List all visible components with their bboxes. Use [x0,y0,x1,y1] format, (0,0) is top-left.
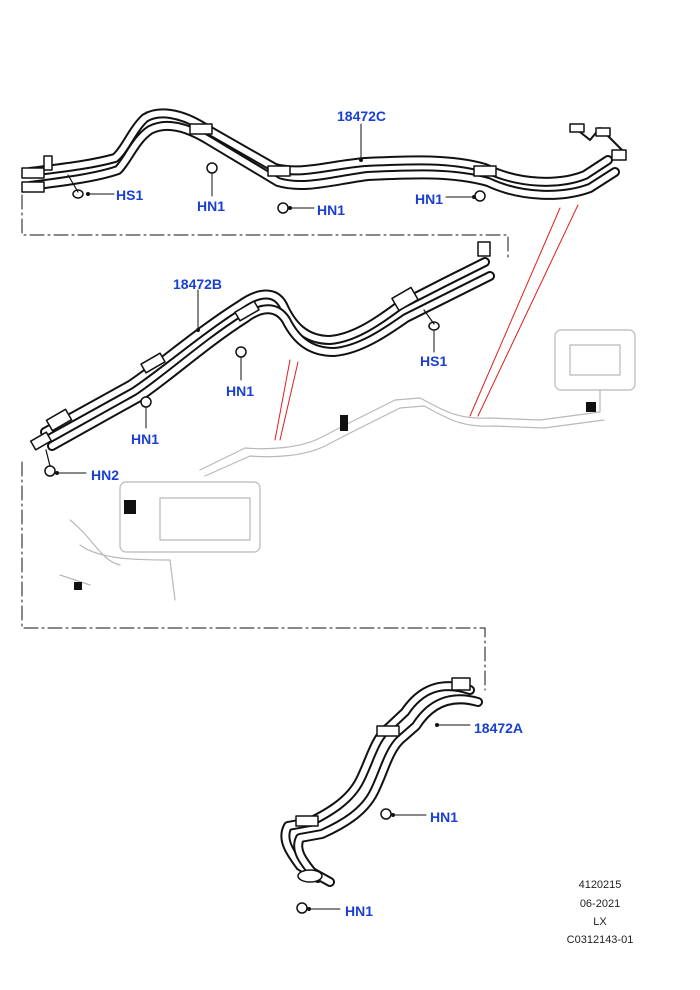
callout-hs1-mid[interactable]: HS1 [420,353,448,369]
callout-hn1-bot-a[interactable]: HN1 [430,809,459,825]
callout-hn1-top-c[interactable]: HN1 [415,191,444,207]
callout-hn1-bot-b[interactable]: HN1 [345,903,374,919]
hose-assembly-18472c[interactable] [21,108,627,214]
callout-hs1-top[interactable]: HS1 [116,187,144,203]
diagram-model: LX [593,916,607,928]
diagram-code: 4120215 [578,879,622,891]
callout-hn1-mid-b[interactable]: HN1 [131,431,160,447]
callout-hn1-mid-a[interactable]: HN1 [226,383,255,399]
hose-assembly-18472a[interactable] [280,677,483,914]
callout-hn1-top-a[interactable]: HN1 [197,198,226,214]
callout-18472c[interactable]: 18472C [337,108,387,124]
diagram-date: 06-2021 [579,898,621,910]
callout-hn1-top-b[interactable]: HN1 [317,202,346,218]
callout-hn2[interactable]: HN2 [91,467,120,483]
hose-assembly-18472b[interactable] [29,241,495,477]
diagram-ref: C0312143-01 [566,934,634,946]
callout-18472b[interactable]: 18472B [173,276,223,292]
callout-18472a[interactable]: 18472A [474,720,524,736]
context-ghost-routing [59,329,636,601]
